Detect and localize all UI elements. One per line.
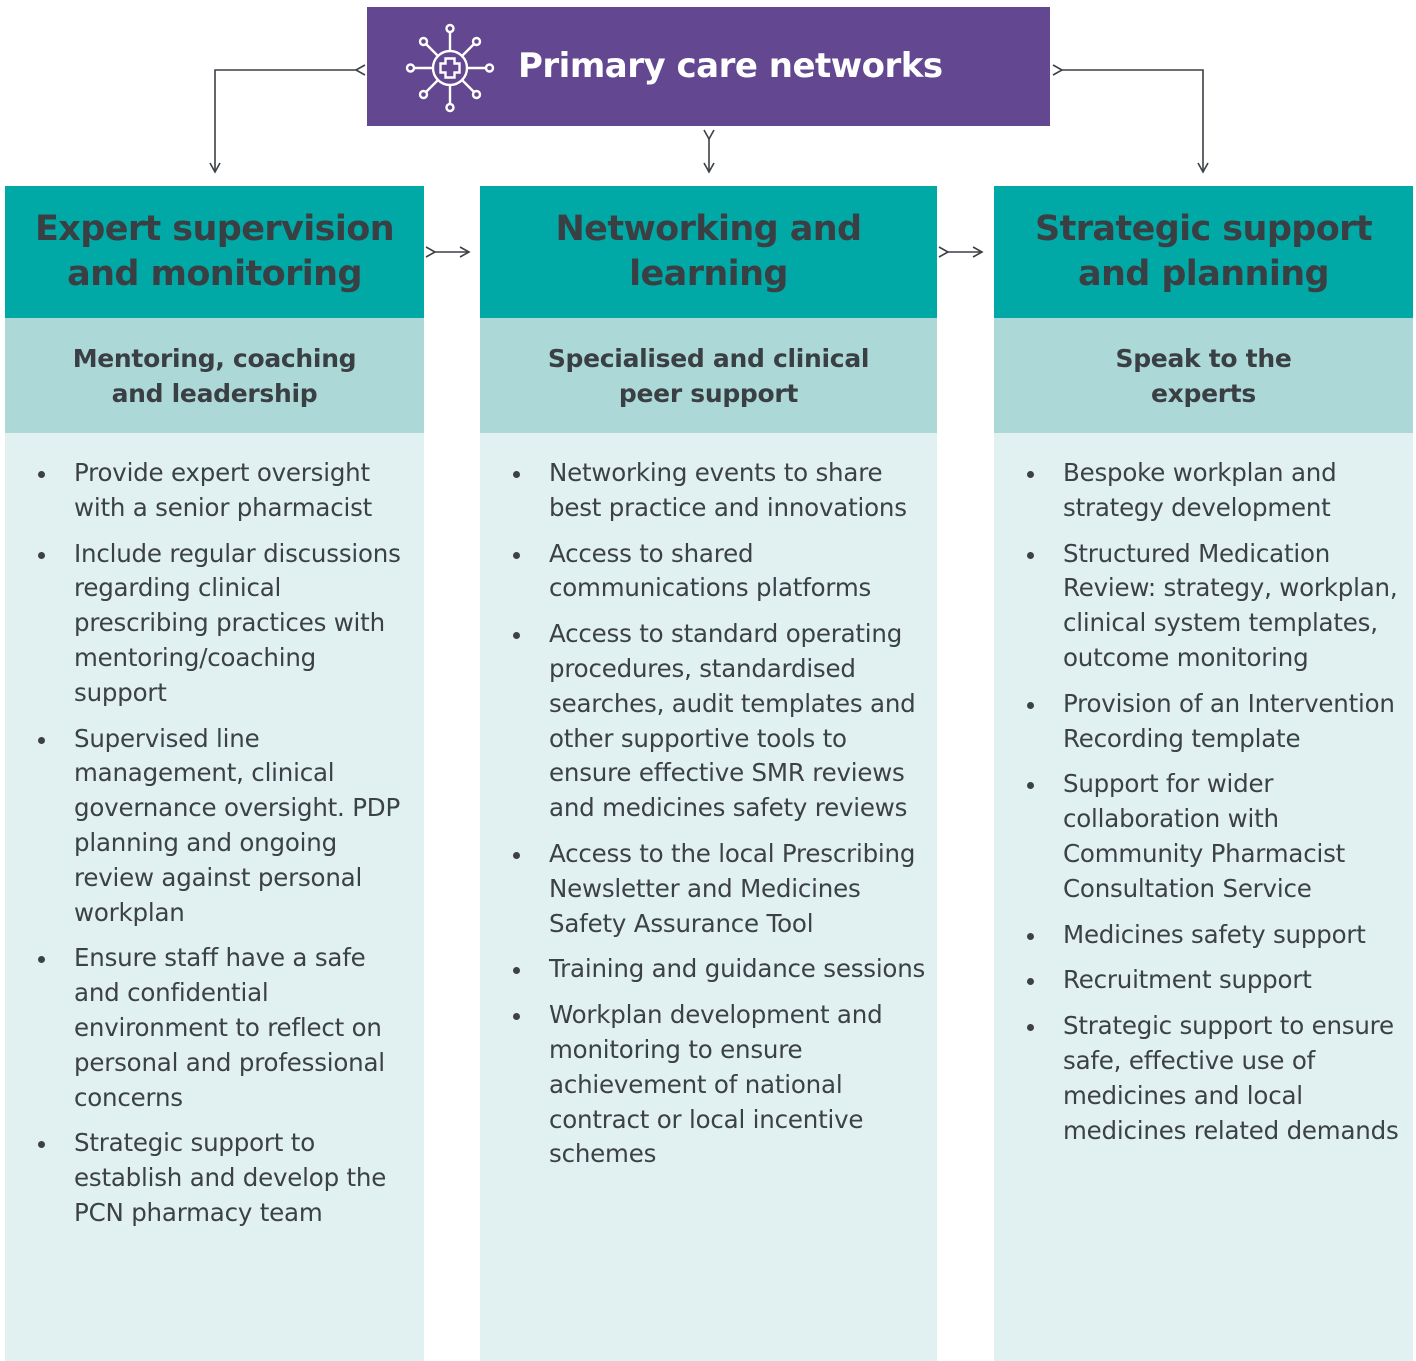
bullet-icon [513, 1013, 520, 1021]
list-item: Access to standard operating procedures,… [480, 617, 927, 826]
list-item-text: Workplan development and monitoring to e… [549, 1000, 883, 1169]
left-elbow-arrow [209, 64, 366, 174]
hub-title: Primary care networks [518, 46, 943, 86]
column-header: Strategic support and planning [994, 186, 1413, 318]
list-item-text: Networking events to share best practice… [549, 458, 907, 522]
bullet-icon [1027, 932, 1034, 940]
bullet-icon [38, 551, 45, 559]
column-subtitle-line1: Specialised and clinical [547, 343, 870, 373]
column-subtitle-line2: peer support [618, 378, 799, 408]
bullet-icon [1027, 978, 1034, 986]
list-item: Provide expert oversight with a senior p… [5, 456, 414, 526]
column-subtitle-line2: experts [1151, 378, 1256, 408]
list-item: Strategic support to establish and devel… [5, 1126, 414, 1230]
list-item: Support for wider collaboration with Com… [994, 767, 1403, 906]
column-subheader: Speak to the experts [994, 318, 1413, 433]
column-header: Networking and learning [480, 186, 937, 318]
list-item: Training and guidance sessions [480, 952, 927, 987]
bullet-icon [513, 967, 520, 975]
bullet-icon [513, 851, 520, 859]
list-item: Networking events to share best practice… [480, 456, 927, 526]
column-title-line2: and planning [1077, 254, 1330, 294]
list-item: Ensure staff have a safe and confidentia… [5, 941, 414, 1115]
list-item: Access to the local Prescribing Newslett… [480, 837, 927, 941]
column-title-line2: and monitoring [67, 254, 362, 294]
list-item-text: Provide expert oversight with a senior p… [74, 458, 373, 522]
bullet-icon [513, 551, 520, 559]
bullet-icon [38, 471, 45, 478]
list-item: Bespoke workplan and strategy developmen… [994, 456, 1403, 526]
bullet-icon [1027, 471, 1034, 478]
list-item: Workplan development and monitoring to e… [480, 998, 927, 1172]
list-item-text: Bespoke workplan and strategy developmen… [1063, 458, 1337, 522]
bullet-icon [1027, 701, 1034, 709]
list-item-text: Include regular discussions regarding cl… [74, 538, 401, 707]
list-item-text: Training and guidance sessions [549, 954, 926, 984]
bullet-list: Networking events to share best practice… [480, 433, 937, 1172]
column-title-line2: learning [629, 254, 788, 294]
column-networking-learning: Networking and learning Specialised and c… [480, 186, 937, 1361]
right-elbow-arrow [1052, 64, 1209, 174]
column-title-line1: Networking and [555, 209, 862, 249]
bullet-icon [1027, 782, 1034, 790]
column-title-line1: Expert supervision [34, 209, 395, 249]
column-subheader: Specialised and clinical peer support [480, 318, 937, 433]
column-subtitle-line1: Speak to the [1115, 343, 1292, 373]
list-item: Include regular discussions regarding cl… [5, 537, 414, 711]
list-item-text: Access to shared communications platform… [549, 538, 872, 603]
column-title-line1: Strategic support [1035, 209, 1373, 249]
list-item: Provision of an Intervention Recording t… [994, 687, 1403, 757]
column-header: Expert supervision and monitoring [5, 186, 424, 318]
list-item-text: Medicines safety support [1063, 919, 1366, 949]
list-item-text: Strategic support to ensure safe, effect… [1063, 1011, 1399, 1145]
bullet-list: Provide expert oversight with a senior p… [5, 433, 424, 1231]
list-item-text: Provision of an Intervention Recording t… [1063, 688, 1395, 753]
list-item: Medicines safety support [994, 918, 1403, 953]
list-item-text: Strategic support to establish and devel… [74, 1128, 387, 1227]
network-medical-cross-icon [405, 23, 495, 113]
list-item: Structured Medication Review: strategy, … [994, 537, 1403, 676]
list-item-text: Recruitment support [1063, 965, 1312, 995]
list-item: Strategic support to ensure safe, effect… [994, 1009, 1403, 1148]
bullet-icon [1027, 551, 1034, 559]
list-item-text: Access to the local Prescribing Newslett… [549, 838, 916, 938]
list-item: Access to shared communications platform… [480, 537, 927, 607]
list-item-text: Structured Medication Review: strategy, … [1063, 538, 1398, 672]
column-subtitle-line2: and leadership [111, 378, 318, 408]
column-subheader: Mentoring, coaching and leadership [5, 318, 424, 433]
column-expert-supervision: Expert supervision and monitoring Mentori… [5, 186, 424, 1361]
list-item-text: Support for wider collaboration with Com… [1063, 769, 1346, 903]
list-item-text: Supervised line management, clinical gov… [74, 723, 401, 927]
list-item: Supervised line management, clinical gov… [5, 722, 414, 931]
bullet-icon [513, 471, 520, 478]
list-item-text: Ensure staff have a safe and confidentia… [74, 943, 385, 1112]
bullet-icon [1027, 1024, 1034, 1032]
bullet-icon [38, 1141, 45, 1149]
primary-care-networks-box [367, 7, 1050, 126]
column-subtitle-line1: Mentoring, coaching [72, 343, 357, 373]
bullet-icon [38, 956, 45, 964]
list-item: Recruitment support [994, 963, 1403, 998]
bullet-icon [513, 632, 520, 640]
bullet-list: Bespoke workplan and strategy developmen… [994, 433, 1413, 1148]
column-strategic-support: Strategic support and planning Speak to t… [994, 186, 1413, 1361]
bullet-icon [38, 736, 45, 744]
list-item-text: Access to standard operating procedures,… [549, 619, 916, 823]
